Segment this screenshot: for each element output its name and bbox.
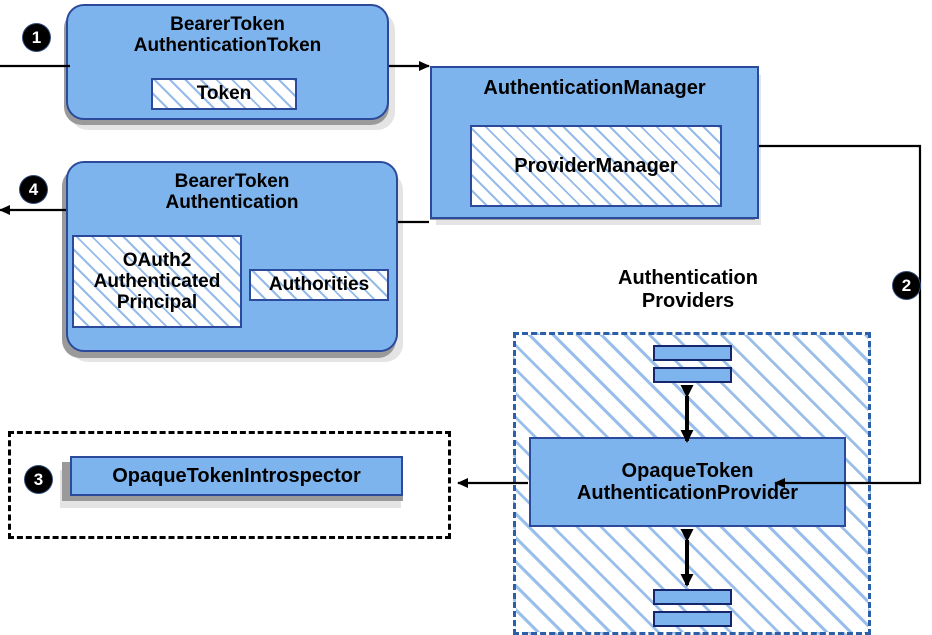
providers-label-line-1: Authentication (618, 267, 758, 289)
step-marker-1: 1 (23, 24, 50, 51)
provider-stub-bottom-2 (653, 611, 732, 627)
principal-line-1: OAuth2 (122, 249, 192, 271)
provider-stub-bottom-1 (653, 589, 732, 605)
provider-line-2: AuthenticationProvider (576, 482, 799, 504)
provider-manager-label: ProviderManager (514, 154, 678, 177)
provider-manager-subbox[interactable]: ProviderManager (470, 125, 722, 207)
provider-stub-top-2 (653, 367, 732, 383)
opaque-token-authentication-provider-node[interactable]: OpaqueToken AuthenticationProvider (529, 437, 846, 527)
title-line-1: BearerToken (170, 14, 285, 35)
opaque-token-introspector-node[interactable]: OpaqueTokenIntrospector (70, 456, 403, 496)
oauth2-authenticated-principal-subbox[interactable]: OAuth2 Authenticated Principal (72, 235, 242, 328)
authentication-manager-title: AuthenticationManager (483, 77, 706, 99)
token-label: Token (196, 83, 252, 105)
principal-line-2: Authenticated (93, 270, 221, 292)
authentication-providers-label: Authentication Providers (566, 267, 810, 313)
token-subbox[interactable]: Token (151, 78, 297, 110)
principal-label: OAuth2 Authenticated Principal (94, 250, 221, 314)
bearer-token-authentication-token-title: BearerToken AuthenticationToken (133, 14, 322, 57)
authorities-subbox[interactable]: Authorities (249, 269, 389, 301)
step-marker-2: 2 (893, 272, 920, 299)
step-marker-4: 4 (20, 176, 47, 203)
opaque-token-authentication-provider-title: OpaqueToken AuthenticationProvider (577, 460, 798, 504)
authorities-label: Authorities (268, 274, 370, 296)
title-line-2: AuthenticationToken (133, 34, 322, 56)
provider-stub-top-1 (653, 345, 732, 361)
title-line-1: BearerToken (174, 171, 290, 192)
providers-label-line-2: Providers (641, 290, 735, 312)
title-line-2: Authentication (165, 191, 299, 213)
bearer-token-authentication-token-node[interactable]: BearerToken AuthenticationToken (66, 4, 389, 120)
opaque-token-introspector-region (8, 431, 451, 539)
bearer-token-authentication-title: BearerToken Authentication (165, 171, 299, 214)
step-marker-3: 3 (25, 466, 52, 493)
principal-line-3: Principal (116, 292, 198, 314)
opaque-token-introspector-title: OpaqueTokenIntrospector (112, 465, 361, 487)
provider-line-1: OpaqueToken (621, 460, 754, 482)
